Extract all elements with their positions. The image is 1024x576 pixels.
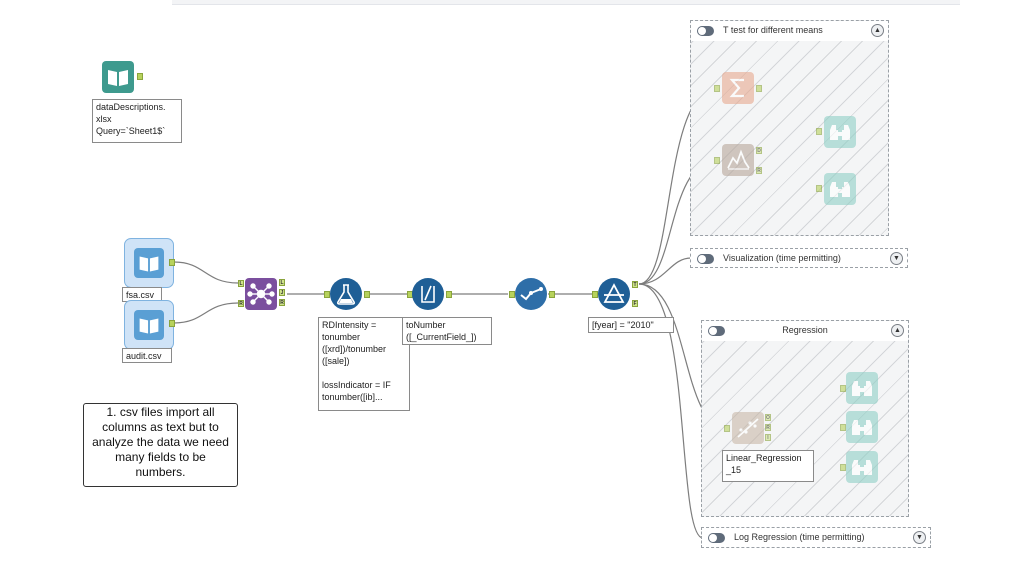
- binoculars-icon: [830, 182, 850, 197]
- regression-icon: [737, 418, 759, 438]
- tool-filter[interactable]: [598, 278, 630, 310]
- input-anchor[interactable]: [324, 291, 330, 298]
- chevron-up-icon[interactable]: ▲: [871, 24, 884, 37]
- lr-r-anchor[interactable]: R: [765, 424, 771, 431]
- container-toggle[interactable]: [708, 533, 725, 543]
- input-anchor[interactable]: [509, 291, 515, 298]
- book-icon: [139, 256, 159, 272]
- tool-browse-d[interactable]: [824, 116, 856, 148]
- container-toggle[interactable]: [697, 26, 714, 36]
- filter-true-anchor[interactable]: T: [632, 281, 638, 288]
- tool-join[interactable]: [245, 278, 277, 310]
- wire-filter-visualization: [638, 257, 692, 285]
- input-anchor[interactable]: [592, 291, 598, 298]
- input-anchor[interactable]: [840, 424, 846, 431]
- container-logreg: Log Regression (time permitting) ▼: [701, 527, 931, 548]
- toolbar-strip: [172, 0, 960, 5]
- chevron-down-icon[interactable]: ▼: [913, 531, 926, 544]
- filter-false-anchor[interactable]: F: [632, 300, 638, 307]
- annotation-multi-field-formula: toNumber ([_CurrentField_]): [402, 317, 492, 345]
- output-anchor[interactable]: [137, 73, 143, 80]
- join-right-anchor[interactable]: R: [238, 300, 244, 307]
- annotation-linear-regression: Linear_Regression _15: [722, 450, 814, 482]
- annotation-audit: audit.csv: [122, 348, 172, 363]
- tool-summarize[interactable]: [722, 72, 754, 104]
- book-icon: [108, 70, 128, 86]
- tool-fsa-input[interactable]: [124, 238, 174, 288]
- output-anchor[interactable]: [169, 259, 175, 266]
- container-visualization: Visualization (time permitting) ▼: [690, 248, 908, 268]
- tool-audit-input[interactable]: [124, 300, 174, 350]
- wire-filter-logreg: [638, 283, 704, 539]
- ttest-r-anchor[interactable]: R: [756, 167, 762, 174]
- chevron-up-icon[interactable]: ▲: [891, 324, 904, 337]
- tool-multi-field-formula[interactable]: [412, 278, 444, 310]
- check-icon: [520, 287, 543, 301]
- filter-icon: [603, 283, 625, 303]
- sigma-icon: [729, 78, 744, 98]
- tool-t-test[interactable]: [722, 144, 754, 176]
- book-icon: [139, 318, 159, 334]
- output-anchor[interactable]: [169, 320, 175, 327]
- join-join-output[interactable]: J: [279, 289, 285, 296]
- container-toggle[interactable]: [708, 326, 725, 336]
- container-title: Regression: [782, 325, 828, 335]
- tool-browse-i[interactable]: [846, 451, 878, 483]
- output-anchor[interactable]: [446, 291, 452, 298]
- container-toggle[interactable]: [697, 254, 714, 264]
- binoculars-icon: [852, 420, 872, 435]
- annotation-data-descriptions: dataDescriptions. xlsx Query=`Sheet1$`: [92, 99, 182, 143]
- ttest-d-anchor[interactable]: D: [756, 147, 762, 154]
- join-icon: [247, 283, 275, 305]
- container-ttest: T test for different means ▲: [690, 20, 889, 236]
- container-header: Regression ▲: [702, 321, 908, 341]
- join-left-output[interactable]: L: [279, 279, 285, 286]
- input-anchor[interactable]: [840, 385, 846, 392]
- lr-i-anchor[interactable]: I: [765, 434, 771, 441]
- multi-formula-icon: [421, 285, 435, 303]
- join-left-anchor[interactable]: L: [238, 280, 244, 287]
- annotation-formula: RDIntensity = tonumber ([xrd])/tonumber …: [318, 317, 410, 411]
- join-right-output[interactable]: R: [279, 299, 285, 306]
- output-anchor[interactable]: [364, 291, 370, 298]
- tool-browse-rr[interactable]: [846, 411, 878, 443]
- input-anchor[interactable]: [724, 425, 730, 432]
- chart-icon: [727, 149, 750, 170]
- wire-audit-join: [173, 302, 239, 324]
- container-title: T test for different means: [723, 25, 823, 35]
- input-anchor[interactable]: [816, 128, 822, 135]
- lr-o-anchor[interactable]: O: [765, 414, 771, 421]
- chevron-down-icon[interactable]: ▼: [890, 252, 903, 265]
- wire-fsa-join: [173, 261, 239, 284]
- comment-box[interactable]: 1. csv files import all columns as text …: [83, 403, 238, 487]
- container-title: Visualization (time permitting): [723, 253, 841, 263]
- flask-icon: [336, 284, 356, 305]
- input-anchor[interactable]: [714, 85, 720, 92]
- input-anchor[interactable]: [840, 464, 846, 471]
- binoculars-icon: [852, 460, 872, 475]
- container-header: T test for different means ▲: [691, 21, 888, 41]
- tool-linear-regression[interactable]: [732, 412, 764, 444]
- annotation-filter: [fyear] = "2010": [588, 317, 674, 333]
- tool-data-descriptions[interactable]: [102, 61, 134, 93]
- input-anchor[interactable]: [816, 185, 822, 192]
- binoculars-icon: [852, 381, 872, 396]
- input-anchor[interactable]: [714, 157, 720, 164]
- tool-formula[interactable]: [330, 278, 362, 310]
- tool-select[interactable]: [515, 278, 547, 310]
- tool-browse-o[interactable]: [846, 372, 878, 404]
- output-anchor[interactable]: [549, 291, 555, 298]
- binoculars-icon: [830, 125, 850, 140]
- output-anchor[interactable]: [756, 85, 762, 92]
- tool-browse-r[interactable]: [824, 173, 856, 205]
- container-title: Log Regression (time permitting): [734, 532, 865, 542]
